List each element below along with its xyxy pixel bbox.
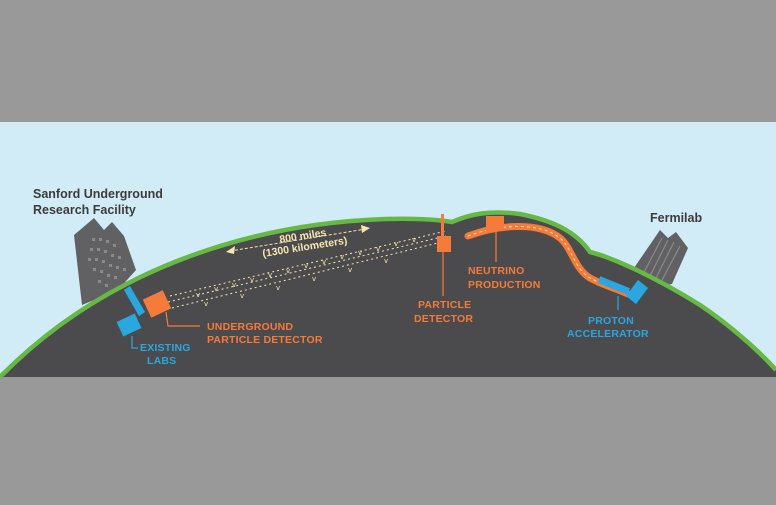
fermilab-label: Fermilab — [650, 211, 702, 225]
svg-text:v: v — [358, 249, 362, 257]
existing-labs-leader — [131, 336, 138, 349]
svg-text:v: v — [340, 253, 344, 261]
svg-text:v: v — [286, 267, 290, 275]
sanford-label-line2: Research Facility — [33, 203, 136, 217]
svg-text:v: v — [384, 257, 388, 265]
proton-accelerator-label-line1: PROTON — [588, 315, 634, 327]
svg-text:v: v — [232, 281, 236, 289]
svg-text:v: v — [204, 300, 208, 308]
proton-accelerator — [597, 276, 648, 304]
svg-text:v: v — [196, 291, 200, 299]
existing-labs-label-line2: LABS — [147, 355, 176, 367]
earth-body — [0, 212, 776, 377]
svg-text:v: v — [268, 271, 272, 279]
particle-detector-label-line2: DETECTOR — [414, 313, 473, 325]
svg-text:v: v — [394, 240, 398, 248]
svg-text:v: v — [322, 258, 326, 266]
neutrino-production-label-line2: PRODUCTION — [468, 279, 541, 291]
sanford-label-line1: Sanford Underground — [33, 187, 163, 201]
underground-detector-label-line2: PARTICLE DETECTOR — [207, 334, 323, 346]
existing-labs-label-line1: EXISTING — [140, 342, 191, 354]
svg-text:v: v — [304, 262, 308, 270]
distance-arrow — [226, 225, 370, 254]
top-band — [0, 0, 776, 122]
svg-text:v: v — [348, 266, 352, 274]
svg-text:v: v — [376, 245, 380, 253]
proton-accelerator-label-line2: ACCELERATOR — [567, 328, 649, 340]
underground-detector-label-line1: UNDERGROUND — [207, 321, 293, 333]
svg-text:v: v — [240, 292, 244, 300]
underground-detector-leader — [165, 311, 200, 327]
earth-surface-line — [0, 210, 776, 379]
svg-text:v: v — [312, 275, 316, 283]
svg-text:v: v — [276, 284, 280, 292]
existing-labs — [116, 286, 145, 337]
underground-detector — [142, 290, 172, 318]
near-detector — [437, 214, 451, 252]
particle-detector-label-line1: PARTICLE — [418, 299, 471, 311]
svg-text:v: v — [214, 285, 218, 293]
bottom-band — [0, 377, 776, 505]
sanford-building-windows — [88, 238, 126, 287]
svg-text:v: v — [412, 236, 416, 244]
neutrino-production-label-line1: NEUTRINO — [468, 265, 524, 277]
svg-text:v: v — [250, 276, 254, 284]
